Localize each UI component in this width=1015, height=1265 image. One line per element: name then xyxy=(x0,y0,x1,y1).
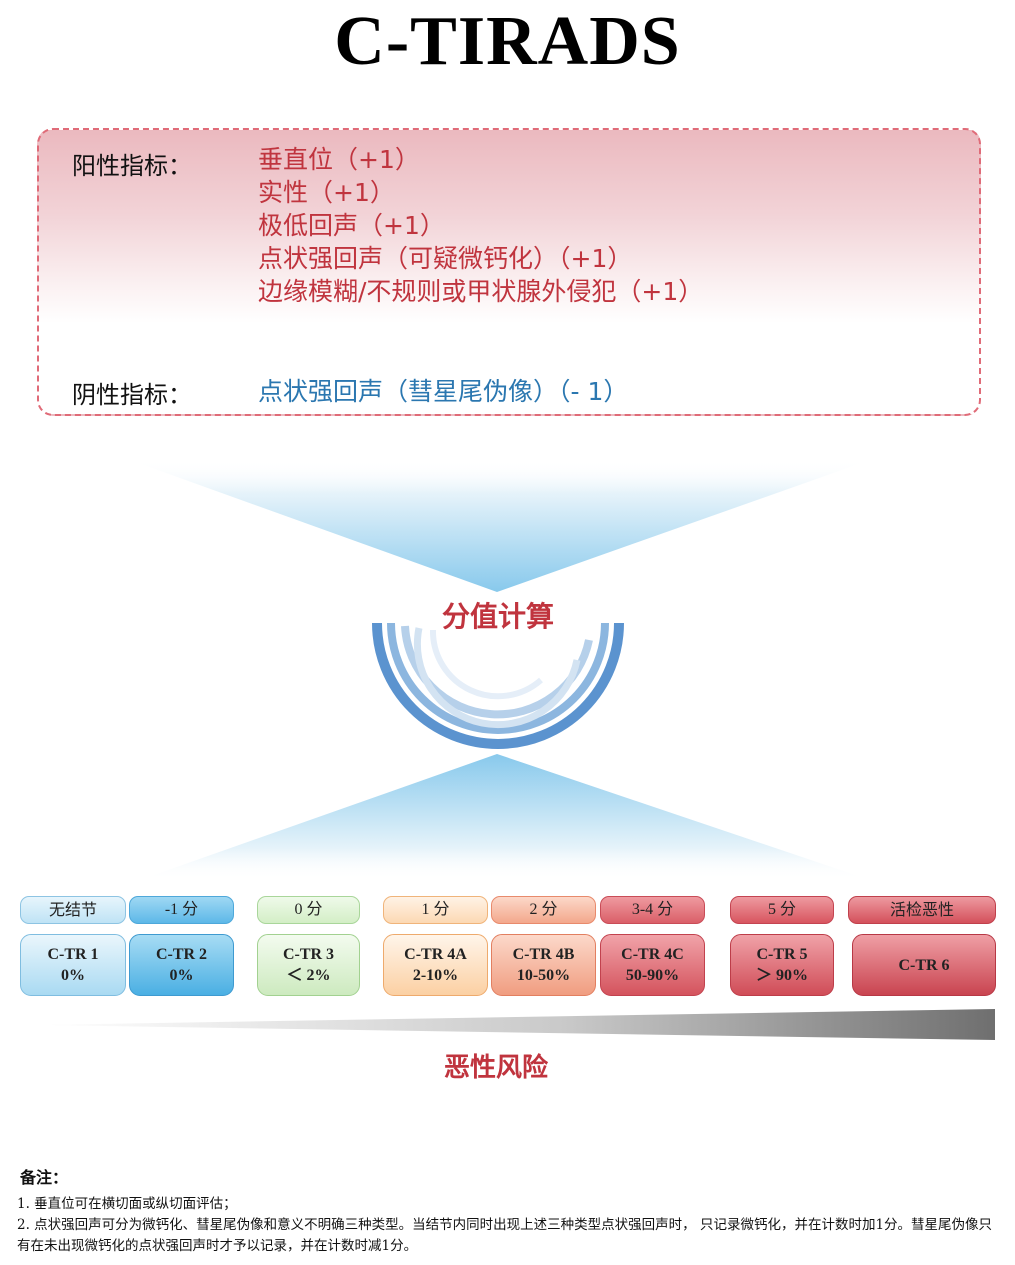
bottom-funnel xyxy=(140,754,870,880)
category-risk: 0% xyxy=(61,967,85,984)
category-name: C-TR 6 xyxy=(898,956,950,974)
score-pill-tr4b: 2 分 xyxy=(491,896,596,924)
positive-indicators-list: 垂直位（+1） 实性（+1） 极低回声（+1） 点状强回声（可疑微钙化）（+1）… xyxy=(258,143,703,308)
score-pill-tr3: 0 分 xyxy=(257,896,360,924)
category-name: C-TR 4C xyxy=(621,946,684,963)
positive-item: 极低回声（+1） xyxy=(258,211,445,240)
negative-item: 点状强回声（彗星尾伪像）（- 1） xyxy=(258,377,629,406)
category-risk: ＞ 90% xyxy=(755,967,808,984)
positive-item: 实性（+1） xyxy=(258,178,395,207)
top-funnel xyxy=(130,460,870,592)
score-pill-tr6: 活检恶性 xyxy=(848,896,996,924)
page-title: C-TIRADS xyxy=(334,3,681,80)
positive-item: 边缘模糊/不规则或甲状腺外侵犯（+1） xyxy=(258,277,704,306)
category-risk: 10-50% xyxy=(516,967,571,984)
score-pill-tr1: 无结节 xyxy=(20,896,126,924)
category-risk: ＜ 2% xyxy=(286,967,331,984)
score-pill-tr2: -1 分 xyxy=(129,896,234,924)
score-pill-tr4a: 1 分 xyxy=(383,896,488,924)
note-item: 2. 点状强回声可分为微钙化、彗星尾伪像和意义不明确三种类型。当结节内同时出现上… xyxy=(17,1217,993,1254)
category-tr4a: C-TR 4A 2-10% xyxy=(383,934,488,996)
positive-item: 垂直位（+1） xyxy=(258,145,420,174)
category-name: C-TR 3 xyxy=(282,946,335,963)
notes: 1. 垂直位可在横切面或纵切面评估； 2. 点状强回声可分为微钙化、彗星尾伪像和… xyxy=(17,1194,1002,1257)
score-pill-tr5: 5 分 xyxy=(730,896,834,924)
category-tr1: C-TR 1 0% xyxy=(20,934,126,996)
category-tr6: C-TR 6 xyxy=(852,934,996,996)
category-name: C-TR 1 xyxy=(47,946,99,963)
note-item: 1. 垂直位可在横切面或纵切面评估； xyxy=(17,1196,237,1212)
notes-title: 备注： xyxy=(20,1168,69,1187)
category-name: C-TR 4A xyxy=(404,946,467,963)
category-tr2: C-TR 2 0% xyxy=(129,934,234,996)
indicators-panel xyxy=(37,128,981,416)
category-name: C-TR 2 xyxy=(155,946,208,963)
category-tr4b: C-TR 4B 10-50% xyxy=(491,934,596,996)
category-tr3: C-TR 3 ＜ 2% xyxy=(257,934,360,996)
score-pill-tr4c: 3-4 分 xyxy=(600,896,705,924)
category-tr4c: C-TR 4C 50-90% xyxy=(600,934,705,996)
score-calculation-label: 分值计算 xyxy=(441,600,554,633)
positive-indicators-label: 阳性指标： xyxy=(72,152,192,180)
risk-gradient-wedge xyxy=(40,1009,995,1040)
category-risk: 50-90% xyxy=(625,967,680,984)
score-arcs-icon xyxy=(372,622,624,749)
category-name: C-TR 5 xyxy=(756,946,808,963)
category-risk: 0% xyxy=(169,967,194,984)
category-name: C-TR 4B xyxy=(512,946,575,963)
negative-indicators-label: 阴性指标： xyxy=(72,381,192,409)
malignancy-risk-label: 恶性风险 xyxy=(443,1053,548,1083)
positive-item: 点状强回声（可疑微钙化）（+1） xyxy=(258,244,633,273)
category-risk: 2-10% xyxy=(412,967,459,984)
category-tr5: C-TR 5 ＞ 90% xyxy=(730,934,834,996)
